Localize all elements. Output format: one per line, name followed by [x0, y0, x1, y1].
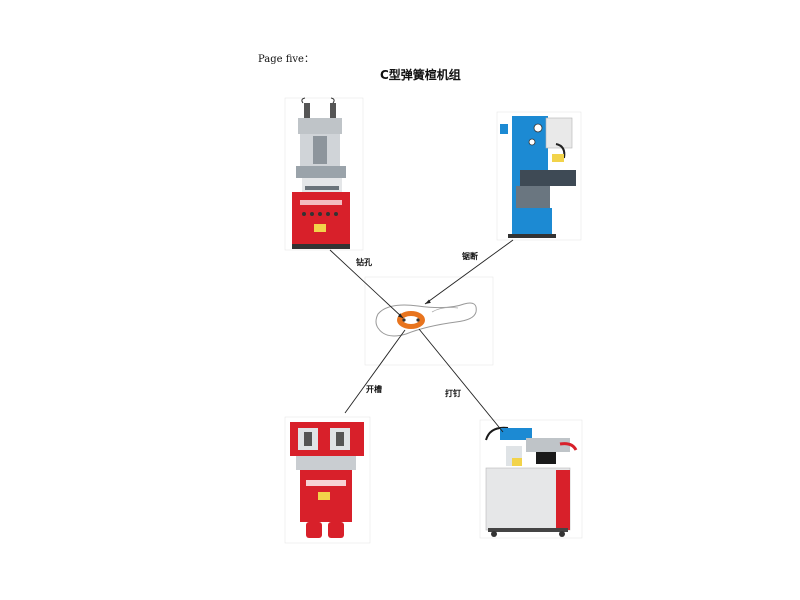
nailing-machine-image: [479, 419, 583, 539]
step-label-slot: 开槽: [366, 385, 382, 394]
step-label-drill: 钻孔: [356, 258, 372, 267]
spring-last-image: [364, 276, 494, 366]
arrowheads: [398, 299, 431, 318]
page-title: C型弹簧楦机组: [380, 68, 461, 82]
slotting-machine-image: [284, 416, 371, 544]
band-saw-image: [496, 111, 582, 241]
arrowhead-drill: [398, 313, 403, 318]
connector-nail: [418, 328, 504, 433]
page-label: Page five：: [258, 54, 314, 65]
connector-cut: [424, 239, 514, 305]
step-label-cut: 锯断: [462, 252, 478, 261]
connector-drill: [329, 249, 404, 319]
arrowhead-cut: [425, 299, 431, 304]
step-label-nail: 打钉: [445, 389, 461, 398]
drilling-machine-image: [284, 97, 364, 251]
connector-slot: [344, 329, 406, 414]
connector-lines: [329, 239, 514, 433]
